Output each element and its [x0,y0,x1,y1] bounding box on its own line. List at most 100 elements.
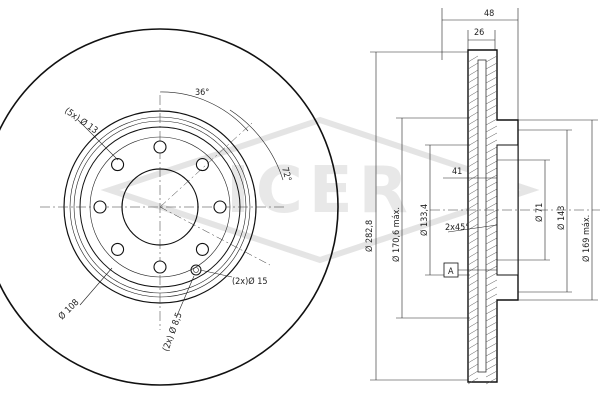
bolt-hole [153,140,167,154]
hatch-line [467,328,479,336]
angle-arc-72 [229,109,284,181]
hatch-line [467,153,479,161]
hatch-line [485,146,498,154]
hatch-line [485,62,498,70]
hatch-line [485,160,498,168]
hatch-line [467,76,479,84]
side-view: 48 26 Ø 282,8 Ø 170,6 máx. Ø 133,4 41 [364,8,600,385]
leader-chamfer [447,224,498,233]
icer-watermark-logo: ICER [100,116,540,264]
hatch-line [485,265,498,273]
hatch-line [485,286,498,294]
hatch-line [485,83,498,91]
angle-arc-36 [159,91,249,132]
watermark-text: ICER [226,154,414,228]
label-dia-71: Ø 71 [534,203,545,222]
label-hole-8: (2x) Ø 8,5 [160,311,184,353]
bolt-hole [195,158,209,172]
label-pcd-108: Ø 108 [56,297,81,322]
hatch-line [485,125,498,133]
hatch-line [485,216,498,224]
hatch-line [467,356,479,364]
bolt-hole [195,242,209,256]
bolt-hole [153,260,167,274]
angle-ray-36 [159,122,253,208]
hatch-line [467,286,479,294]
hatch-line [485,111,498,119]
hatch-line [467,307,479,315]
hatch-line [467,90,479,98]
hatch-line [485,377,498,385]
hatch-line [467,265,479,273]
leader-pcd-108 [79,267,113,306]
hatch-line [485,342,498,350]
hatch-line [485,328,498,336]
hatch-line [485,76,498,84]
hatch-line [485,307,498,315]
hatch-line [485,188,498,196]
hatch-line [467,314,479,322]
hatch-line [485,321,498,329]
hatch-line [485,356,498,364]
label-dim-41: 41 [452,167,462,177]
hatch-line [485,55,498,63]
hatch-line [485,153,498,161]
hatch-line [485,90,498,98]
hatch-line [485,195,498,203]
hatch-line [467,370,479,378]
hatch-line [485,370,498,378]
hatch-line [467,342,479,350]
hatch-line [485,104,498,112]
hatch-line [467,104,479,112]
disc-outer-edge [0,28,339,386]
label-dia-170: Ø 170,6 máx. [391,207,402,262]
hatch-line [467,279,479,287]
bolt-hole [93,200,107,214]
hatch-line [485,167,498,175]
hatch-line [467,363,479,371]
leader-hole-15 [199,269,233,278]
small-hole-15 [190,264,202,276]
hatch-line [467,321,479,329]
bolt-hole [111,158,125,172]
hatch-line [467,349,479,357]
label-width-48: 48 [484,9,494,19]
label-chamfer: 2x45° [445,223,469,233]
hatch-line [485,363,498,371]
label-datum-a: A [448,267,454,277]
leader-pcd-holes [77,119,119,161]
hatch-line [467,195,479,203]
hatch-line [485,279,498,287]
label-angle-72: 72° [279,166,292,182]
hatch-line [467,167,479,175]
hatch-line [467,300,479,308]
hatch-line [467,335,479,343]
hatch-line [467,118,479,126]
hatch-line [485,181,498,189]
hatch-line [485,69,498,77]
hatch-line [467,202,479,210]
hatch-line [485,244,498,252]
hatch-line [467,230,479,238]
bolt-hole [213,200,227,214]
hatch-line [467,97,479,105]
hatch-line [467,62,479,70]
hatch-line [467,55,479,63]
hatch-line [485,237,498,245]
label-angle-36: 36° [195,88,209,98]
vent-channel [477,59,487,373]
hatch-line [485,139,498,147]
bolt-hole [111,242,125,256]
angle-ray-72 [159,206,271,266]
label-dia-143: Ø 143 [556,206,567,230]
hatch-line [485,209,498,217]
hatch-line [467,132,479,140]
hatch-line [467,111,479,119]
hatch-line [467,251,479,259]
hatch-line [467,272,479,280]
hatch-line [485,202,498,210]
label-hole-15: (2x)Ø 15 [232,276,268,287]
hatch-line [467,69,479,77]
